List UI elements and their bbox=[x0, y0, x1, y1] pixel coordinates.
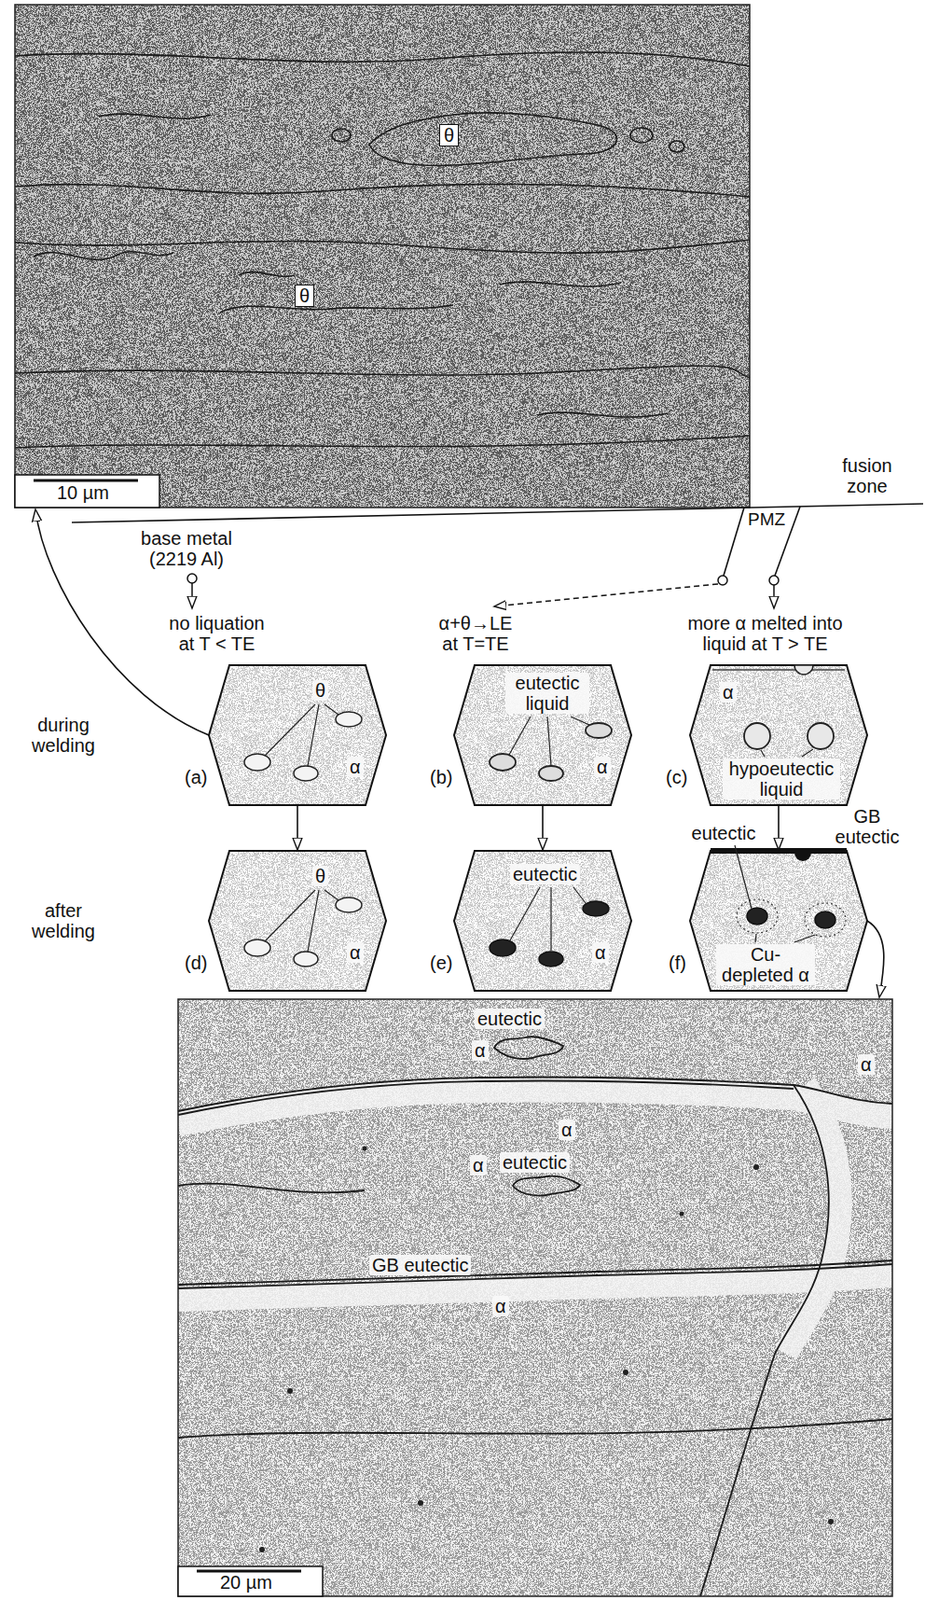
phase-label: α bbox=[719, 681, 737, 703]
grain-hexagon: θα bbox=[208, 664, 387, 805]
annotation-label: α+θ→LE at T=TE bbox=[433, 612, 518, 654]
grain-hexagon: θα bbox=[208, 850, 387, 991]
annotation-label: base metal (2219 Al) bbox=[135, 527, 238, 569]
location-arrows bbox=[192, 582, 774, 608]
phase-label: θ bbox=[294, 284, 315, 307]
annotation-label: after welding bbox=[16, 899, 111, 941]
location-markers bbox=[187, 573, 779, 585]
grain-sketch bbox=[690, 664, 868, 805]
phase-label: α bbox=[469, 1154, 487, 1175]
grain-sketch bbox=[454, 850, 632, 991]
phase-label: α bbox=[346, 941, 364, 963]
phase-label: hypoeutectic liquid bbox=[722, 758, 841, 800]
flow-arrow bbox=[777, 804, 780, 850]
annotation-label: (e) bbox=[429, 952, 453, 973]
flow-arrow bbox=[541, 804, 544, 850]
micrograph: eutectic α α α eutectic α GB eutectic α 20 µm bbox=[178, 998, 893, 1596]
flow-arrow bbox=[296, 804, 299, 850]
phase-label: θ bbox=[312, 865, 329, 886]
phase-label: eutectic bbox=[510, 863, 580, 884]
phase-label: α bbox=[346, 756, 364, 777]
grain-hexagon: eutectic liquid α bbox=[454, 664, 632, 805]
annotation-label: during welding bbox=[16, 714, 111, 756]
micrograph: θ θ 10 µm bbox=[14, 4, 750, 508]
grain-sketch bbox=[454, 664, 632, 805]
phase-label: α bbox=[592, 941, 609, 963]
phase-label: α bbox=[857, 1053, 875, 1075]
grain-hexagon: α hypoeutectic liquid bbox=[690, 664, 868, 805]
phase-label: θ bbox=[312, 679, 329, 701]
phase-label: 20 µm bbox=[220, 1571, 273, 1592]
zone-boundaries bbox=[71, 503, 924, 576]
grain-hexagon: eutectic α bbox=[454, 850, 632, 991]
flow-arrow bbox=[867, 920, 884, 997]
phase-label: α bbox=[492, 1295, 510, 1316]
phase-label: eutectic bbox=[474, 1007, 545, 1029]
phase-label: eutectic bbox=[499, 1151, 570, 1173]
phase-label: α bbox=[558, 1118, 576, 1140]
annotation-label: no liquation at T < TE bbox=[163, 612, 271, 654]
grain-sketch bbox=[208, 664, 387, 805]
annotation-label: more α melted into liquid at T > TE bbox=[678, 612, 852, 654]
annotation-label: (b) bbox=[429, 766, 453, 787]
grain-sketch bbox=[690, 844, 868, 991]
annotation-label: (c) bbox=[665, 766, 688, 787]
annotation-label: (d) bbox=[184, 952, 208, 973]
annotation-label: (a) bbox=[184, 766, 208, 787]
phase-label: GB eutectic bbox=[369, 1254, 471, 1275]
annotation-label: fusion zone bbox=[829, 455, 905, 497]
grain-hexagon: eutecticGB eutecticCu-depleted α bbox=[690, 850, 868, 991]
micrograph-texture bbox=[178, 998, 893, 1596]
micrograph-texture bbox=[14, 4, 750, 508]
phase-label: GB eutectic bbox=[829, 805, 905, 847]
annotation-label: (f) bbox=[668, 952, 687, 973]
phase-label: α bbox=[593, 756, 611, 777]
annotation-label: PMZ bbox=[747, 510, 786, 530]
phase-label: α bbox=[471, 1039, 489, 1061]
phase-label: θ bbox=[439, 124, 459, 147]
phase-label: Cu-depleted α bbox=[716, 943, 815, 985]
phase-label: eutectic liquid bbox=[505, 672, 590, 714]
phase-label: 10 µm bbox=[56, 482, 110, 503]
phase-label: eutectic bbox=[686, 822, 761, 843]
grain-sketch bbox=[208, 850, 387, 991]
